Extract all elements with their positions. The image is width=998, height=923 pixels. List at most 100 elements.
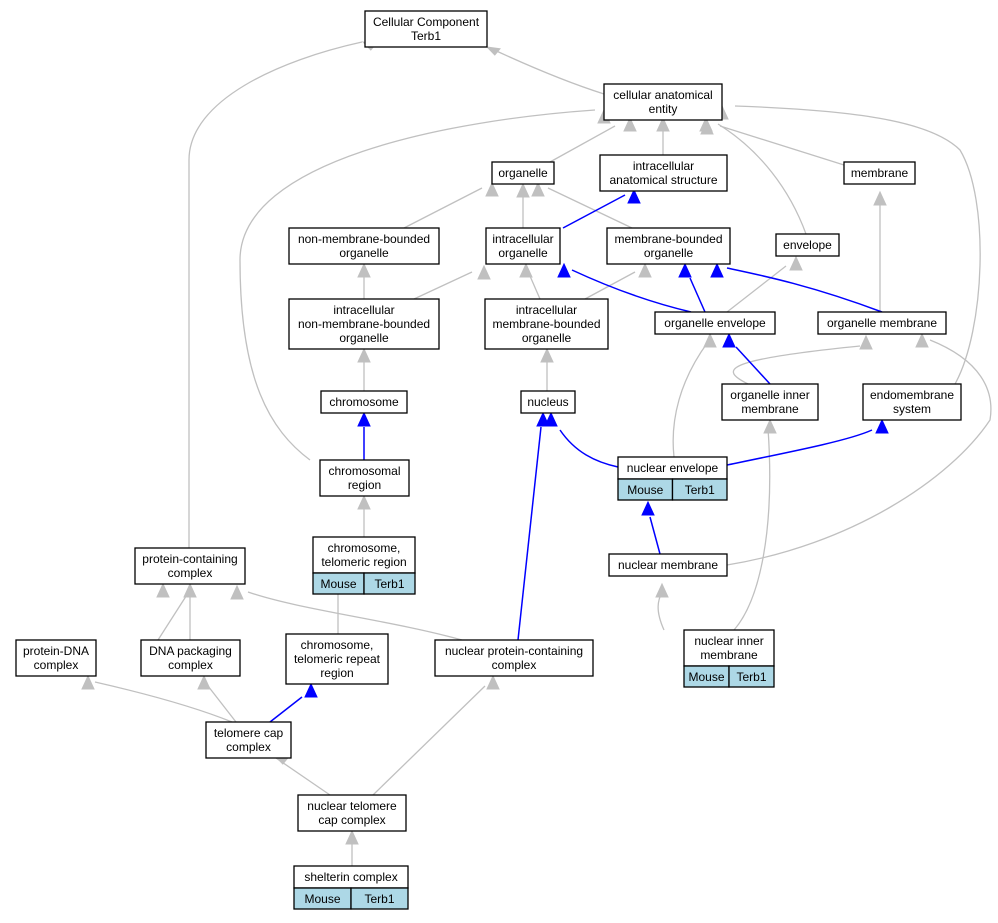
edge-line <box>529 275 541 300</box>
edge-line <box>726 339 992 566</box>
node-label: Cellular Component <box>373 15 480 29</box>
node-label: entity <box>649 102 678 116</box>
node-label: anatomical structure <box>609 173 717 187</box>
node-membrane[interactable]: membrane <box>843 161 916 185</box>
node-nucleus[interactable]: nucleus <box>520 390 576 414</box>
edge-line <box>207 685 237 723</box>
arrowhead-icon <box>357 411 371 427</box>
arrowhead-icon <box>156 582 170 598</box>
arrowhead-icon <box>516 182 530 198</box>
edge-line <box>517 426 542 641</box>
node-label: region <box>320 666 353 680</box>
node-box <box>297 794 407 832</box>
edge-line <box>571 269 692 313</box>
node-envelope[interactable]: envelope <box>775 233 840 257</box>
node-label: membrane <box>700 648 758 662</box>
node-label: system <box>893 402 931 416</box>
node-label: organelle membrane <box>827 316 937 330</box>
edge-line <box>689 277 706 313</box>
edge-line <box>275 757 331 796</box>
node-label: chromosomal <box>328 464 400 478</box>
node-nuc_mem[interactable]: nuclear membrane <box>608 553 728 577</box>
edge-is_a-nuc_mem-to-org_mem <box>726 332 992 566</box>
edge-part_of-oim-to-org_env <box>722 332 771 385</box>
arrowhead-icon <box>641 500 655 516</box>
node-label: intracellular <box>516 303 577 317</box>
arrowhead-icon <box>710 262 724 278</box>
node-label: telomeric repeat <box>294 652 381 666</box>
edge-line <box>672 341 709 458</box>
edge-part_of-org_mem-to-mbo <box>710 262 883 313</box>
node-box <box>134 547 246 585</box>
node-chromosome[interactable]: chromosome <box>320 390 408 414</box>
edge-line <box>239 109 596 461</box>
arrowhead-icon <box>789 255 803 271</box>
node-org_env[interactable]: organelle envelope <box>654 311 776 335</box>
edge-part_of-chrom_region-to-chromosome <box>357 411 371 460</box>
node-label: nuclear protein-containing <box>445 644 583 658</box>
edge-part_of-org_env-to-io <box>557 262 692 313</box>
node-box <box>491 161 555 185</box>
node-label: organelle envelope <box>664 316 766 330</box>
edge-is_a-nuc_env-to-org_env <box>357 494 371 537</box>
node-label: cellular anatomical <box>613 88 712 102</box>
node-label: organelle <box>644 246 694 260</box>
node-label: cap complex <box>318 813 385 827</box>
edge-is_a-org_mem-to-membrane <box>873 190 887 312</box>
node-label: telomeric region <box>321 555 406 569</box>
arrowhead-icon <box>304 682 318 698</box>
annotation-gene-label: Terb1 <box>374 577 404 591</box>
annotation-gene-cell <box>671 478 728 501</box>
node-label: complex <box>34 658 79 672</box>
node-box <box>288 298 440 350</box>
node-org_mem[interactable]: organelle membrane <box>817 311 947 335</box>
edge-is_a-mbo-to-organelle <box>531 181 633 229</box>
node-box <box>608 553 728 577</box>
annotation-gene-cell <box>728 665 775 688</box>
arrowhead-icon <box>357 494 371 510</box>
arrowhead-icon <box>81 674 95 690</box>
edge-line <box>717 123 807 235</box>
arrowhead-icon <box>540 347 554 363</box>
edge-is_a-nmbo-to-organelle <box>403 181 499 229</box>
arrowhead-icon <box>486 674 500 690</box>
edge-line <box>726 429 873 466</box>
node-label: nuclear membrane <box>618 558 718 572</box>
annotation-gene-cell <box>350 887 409 910</box>
node-label: chromosome, <box>328 541 401 555</box>
arrowhead-icon <box>722 332 736 348</box>
edge-is_a-inmbo-to-nmbo <box>357 262 371 299</box>
node-inmbo[interactable]: intracellularnon-membrane-boundedorganel… <box>288 298 440 350</box>
annotation-gene-label: Terb1 <box>364 892 394 906</box>
node-box <box>485 227 561 265</box>
edge-is_a-cae-to-cc_root <box>485 46 605 95</box>
edge-is_a-inmbo-to-io <box>413 264 491 300</box>
node-box <box>817 311 947 335</box>
node-organelle[interactable]: organelle <box>491 161 555 185</box>
edge-is_a-io-to-organelle <box>516 182 530 228</box>
arrowhead-icon <box>859 334 873 350</box>
